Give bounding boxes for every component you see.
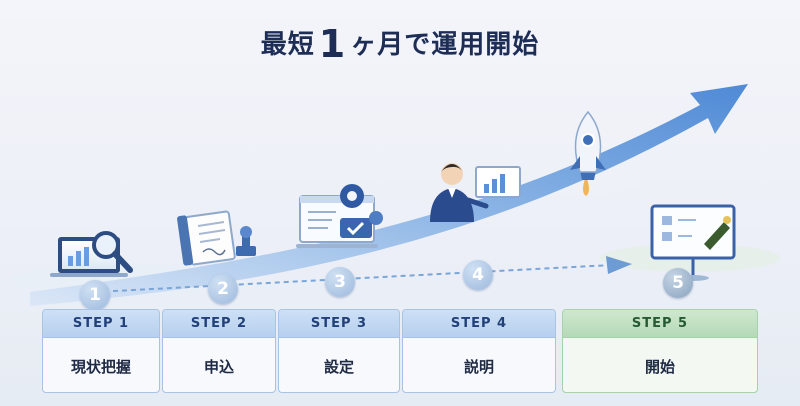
step-card-2: STEP 2 申込: [162, 309, 276, 393]
title-prefix: 最短: [260, 30, 315, 60]
title-suffix: ヶ月で運用開始: [350, 30, 540, 60]
step-card-label: STEP 4: [403, 310, 555, 338]
step-number-1: 1: [80, 280, 110, 310]
chart-magnifier-icon: [50, 231, 133, 277]
presenter-icon: [430, 163, 521, 222]
step-card-name: 開始: [644, 357, 675, 376]
step-card-label: STEP 2: [163, 310, 275, 338]
step-number-3: 3: [325, 267, 355, 297]
launch-board-icon: [650, 204, 736, 281]
step-card-label: STEP 3: [279, 310, 399, 338]
step-card-label: STEP 1: [43, 310, 159, 338]
rocket-icon: [570, 110, 606, 196]
step-number-4: 4: [463, 260, 493, 290]
step-card-3: STEP 3 設定: [278, 309, 400, 393]
step-card-1: STEP 1 現状把握: [42, 309, 160, 393]
contract-stamp-icon: [177, 210, 256, 266]
step-card-name: 申込: [203, 357, 234, 376]
timeline-dashed-arrow-icon: [94, 256, 632, 293]
settings-monitor-icon: [296, 184, 383, 248]
step-card-name: 説明: [463, 357, 494, 376]
step-number-5: 5: [663, 268, 693, 298]
step-card-label: STEP 5: [563, 310, 757, 338]
step-card-4: STEP 4 説明: [402, 309, 556, 393]
step-card-5: STEP 5 開始: [562, 309, 758, 393]
step-number-2: 2: [208, 274, 238, 304]
step-card-name: 現状把握: [70, 357, 131, 376]
title-number: 1: [318, 22, 347, 66]
step-card-name: 設定: [323, 357, 354, 376]
